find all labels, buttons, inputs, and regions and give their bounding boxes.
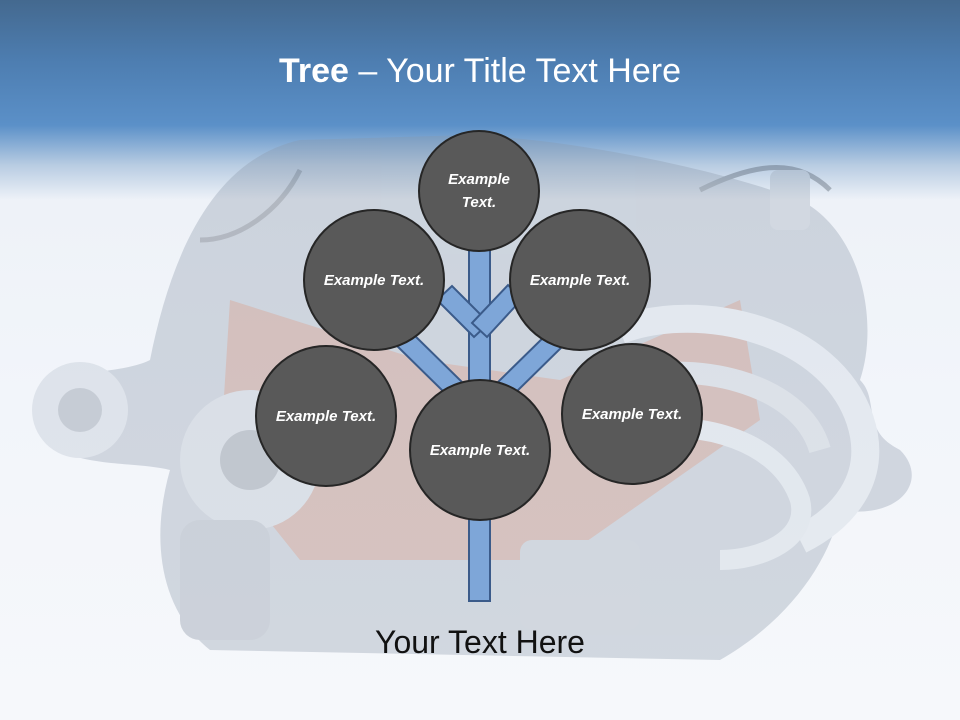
tree-node-lower-right-label: Example Text. xyxy=(581,405,683,423)
tree-node-center-label: Example Text. xyxy=(429,441,531,459)
slide-caption: Your Text Here xyxy=(375,624,585,660)
slide-title: Tree – Your Title Text Here xyxy=(0,52,960,91)
tree-node-upper-right-label: Example Text. xyxy=(529,271,631,289)
tree-node-lower-left-label: Example Text. xyxy=(275,407,377,425)
tree-node-lower-right: Example Text. xyxy=(561,343,703,485)
tree-node-top-label: Example Text. xyxy=(448,171,510,211)
title-bold-text: Tree xyxy=(279,52,349,90)
tree-node-top: Example Text. xyxy=(418,130,540,252)
tree-node-lower-left: Example Text. xyxy=(255,345,397,487)
tree-node-center: Example Text. xyxy=(409,379,551,521)
tree-node-upper-right: Example Text. xyxy=(509,209,651,351)
tree-node-upper-left: Example Text. xyxy=(303,209,445,351)
tree-node-upper-left-label: Example Text. xyxy=(323,271,425,289)
title-rest-text: – Your Title Text Here xyxy=(348,52,681,90)
